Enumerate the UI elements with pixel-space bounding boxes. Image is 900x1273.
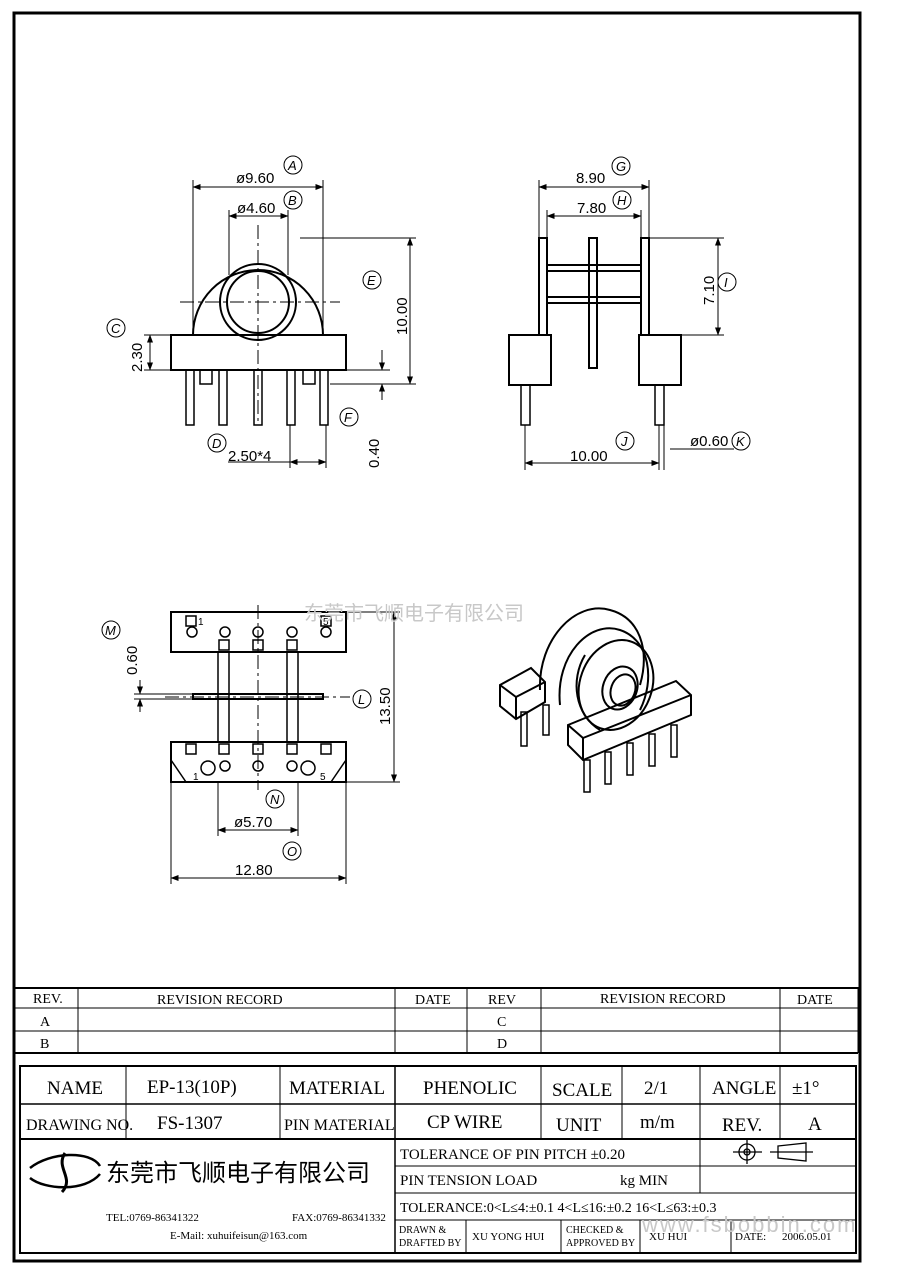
angle-value: ±1° [792, 1078, 820, 1099]
dim-o-letter: O [287, 844, 297, 859]
scale-value: 2/1 [644, 1078, 668, 1099]
pin-label-5-bottom: 5 [320, 772, 326, 783]
sheet-border [12, 11, 862, 1263]
drawing-no-value: FS-1307 [157, 1113, 222, 1134]
dim-i-letter: I [724, 275, 728, 290]
pin-material-label: PIN MATERIAL [284, 1117, 395, 1134]
dim-d-letter: D [212, 436, 221, 451]
title-block-grid [19, 1065, 857, 1254]
rev-value: A [808, 1114, 822, 1135]
date-value: 2006.05.01 [782, 1231, 832, 1243]
bottom-view-dimensions [134, 611, 400, 884]
drawing-no-label: DRAWING NO. [26, 1117, 133, 1134]
dim-i-value: 7.10 [701, 276, 718, 305]
dim-a-value: ø9.60 [236, 170, 274, 187]
bottom-view-labels: 1 5 1 5 M 0.60 L 13.50 N ø5.70 O 12.80 [101, 617, 394, 879]
rev-header: REV. [33, 992, 63, 1007]
side-view-labels: 8.90 G 7.80 H I 7.10 10.00 J ø0.60 K [570, 156, 751, 465]
rev-header-right: REV [488, 993, 516, 1008]
date-label: DATE: [735, 1231, 766, 1243]
rev-label: REV. [722, 1115, 762, 1136]
title-block-text: NAME EP-13(10P) MATERIAL PHENOLIC SCALE … [26, 1077, 832, 1249]
pitch-tolerance: TOLERANCE OF PIN PITCH ±0.20 [400, 1147, 625, 1163]
watermark-url: www.fsbobbin.com [641, 1212, 857, 1237]
dim-a-letter: A [287, 158, 297, 173]
name-label: NAME [47, 1078, 103, 1099]
dim-g-letter: G [616, 159, 626, 174]
company-name: 东莞市飞顺电子有限公司 [106, 1159, 370, 1187]
checked-label-2: APPROVED BY [566, 1238, 635, 1249]
pin-tension: PIN TENSION LOAD [400, 1173, 537, 1189]
rev-row-d: D [497, 1037, 507, 1052]
dim-c-letter: C [111, 321, 121, 336]
bottom-view-centerline [165, 605, 350, 790]
material-label: MATERIAL [289, 1078, 385, 1099]
scale-label: SCALE [552, 1080, 612, 1101]
dim-m-letter: M [105, 623, 116, 638]
front-view-centerlines [180, 225, 340, 425]
pin-label-1-bottom: 1 [193, 772, 199, 783]
pin-label-5-top: 5 [323, 617, 329, 628]
front-view-labels: ø9.60 A ø4.60 B C 2.30 E 10.00 F 0.40 D … [106, 155, 411, 468]
date-header: DATE [415, 993, 451, 1008]
name-value: EP-13(10P) [147, 1077, 237, 1098]
revision-record-header-right: REVISION RECORD [600, 992, 726, 1007]
drawn-label-2: DRAFTED BY [399, 1238, 462, 1249]
dim-m-value: 0.60 [124, 646, 141, 675]
drawn-label-1: DRAWN & [399, 1225, 446, 1236]
dim-h-letter: H [617, 193, 627, 208]
dim-g-value: 8.90 [576, 170, 605, 187]
revision-record-header: REVISION RECORD [157, 993, 283, 1008]
dim-e-letter: E [367, 273, 376, 288]
dim-f-value: 0.40 [366, 439, 383, 468]
tolerance-line: TOLERANCE:0<L≤4:±0.1 4<L≤16:±0.2 16<L≤63… [400, 1201, 716, 1216]
pin-tension-unit: kg MIN [620, 1173, 668, 1189]
dim-d-value: 2.50*4 [228, 448, 271, 465]
unit-label: UNIT [556, 1115, 602, 1136]
isometric-view [499, 607, 692, 793]
dim-o-value: 12.80 [235, 862, 273, 879]
dim-c-value: 2.30 [129, 343, 146, 372]
company-fax: FAX:0769-86341332 [292, 1212, 386, 1224]
rev-row-c: C [497, 1015, 506, 1030]
drawn-value: XU YONG HUI [472, 1231, 545, 1243]
company-logo [29, 1152, 102, 1194]
date-header-right: DATE [797, 993, 833, 1008]
dim-f-letter: F [344, 410, 353, 425]
angle-label: ANGLE [712, 1078, 776, 1099]
checked-value: XU HUI [649, 1231, 688, 1243]
dim-n-letter: N [270, 792, 280, 807]
dim-l-letter: L [358, 692, 365, 707]
company-email: E-Mail: xuhuifeisun@163.com [170, 1230, 308, 1242]
projection-symbol-icon [733, 1140, 813, 1164]
checked-label-1: CHECKED & [566, 1225, 624, 1236]
dim-l-value: 13.50 [377, 687, 394, 725]
revision-table-text: REV. REVISION RECORD DATE REV REVISION R… [33, 992, 833, 1052]
dim-k-value: ø0.60 [690, 433, 728, 450]
dim-n-value: ø5.70 [234, 814, 272, 831]
watermark-company: 东莞市飞顺电子有限公司 [304, 601, 524, 625]
rev-row-a: A [40, 1015, 51, 1030]
dim-e-value: 10.00 [394, 297, 411, 335]
dim-k-letter: K [736, 434, 746, 449]
dim-h-value: 7.80 [577, 200, 606, 217]
pin-label-1-top: 1 [198, 617, 204, 628]
dim-b-value: ø4.60 [237, 200, 275, 217]
dim-b-letter: B [288, 193, 297, 208]
side-view [508, 237, 682, 426]
rev-row-b: B [40, 1037, 49, 1052]
dim-j-letter: J [620, 434, 628, 449]
side-view-dimensions [524, 180, 734, 470]
pin-material-value: CP WIRE [427, 1112, 502, 1133]
unit-value: m/m [640, 1112, 675, 1133]
material-value: PHENOLIC [423, 1078, 517, 1099]
dim-j-value: 10.00 [570, 448, 608, 465]
company-tel: TEL:0769-86341322 [106, 1212, 199, 1224]
front-view-dimensions [144, 180, 416, 468]
revision-table [14, 987, 860, 1054]
